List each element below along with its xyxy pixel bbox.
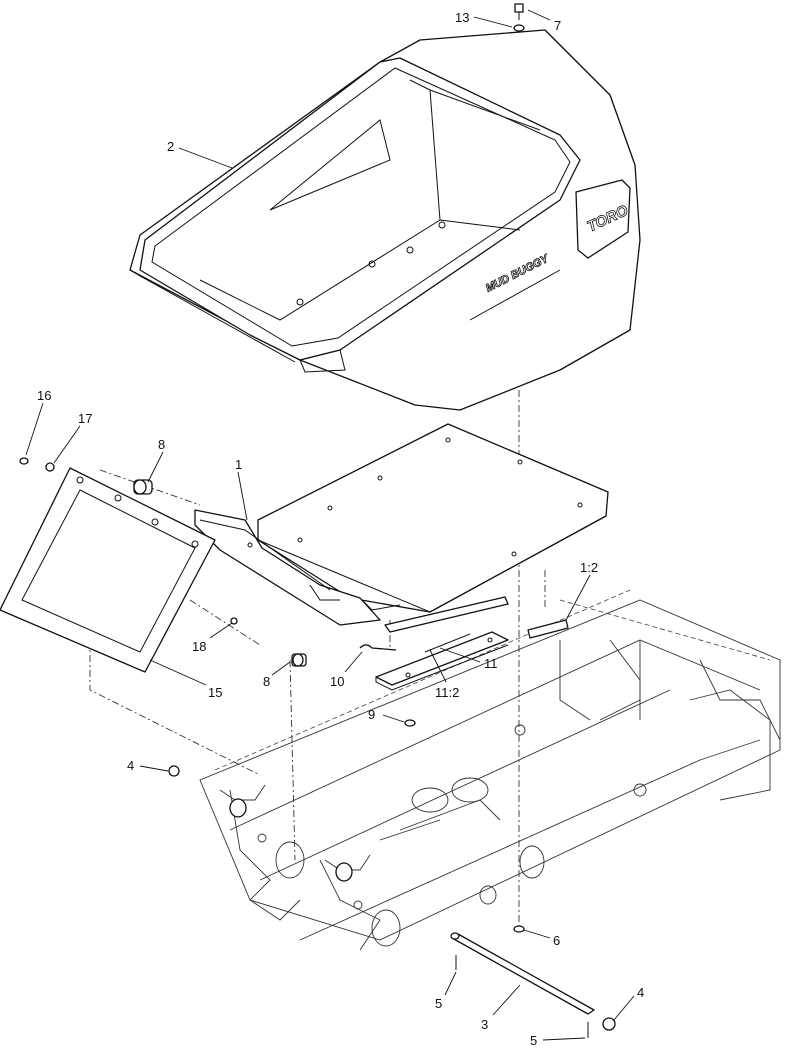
hopper-body: TORO MUD BUGGY <box>129 29 641 411</box>
callout-11: 11 <box>484 656 498 671</box>
small-hardware <box>19 457 416 727</box>
callout-1: 1 <box>235 457 242 472</box>
callout-18: 18 <box>192 639 206 654</box>
seat-plate <box>194 423 609 626</box>
callout-5-lower: 5 <box>530 1033 537 1048</box>
callout-10: 10 <box>330 674 344 689</box>
mounting-bracket <box>375 596 569 691</box>
callout-9: 9 <box>368 707 375 722</box>
callout-17: 17 <box>78 411 92 426</box>
callout-3: 3 <box>481 1017 488 1032</box>
top-bolt-hardware <box>513 3 525 32</box>
callout-8-lower: 8 <box>263 674 270 689</box>
bottom-hardware <box>168 765 616 1038</box>
callout-6: 6 <box>553 933 560 948</box>
callout-5-upper: 5 <box>435 996 442 1011</box>
side-panel <box>0 467 216 673</box>
callout-4-lower: 4 <box>637 985 644 1000</box>
callout-16: 16 <box>37 388 51 403</box>
spacer-upper <box>133 479 153 495</box>
callout-4-upper: 4 <box>127 758 134 773</box>
callout-1-2: 1:2 <box>580 560 598 575</box>
callout-13: 13 <box>455 10 469 25</box>
callout-2: 2 <box>167 139 174 154</box>
leader-lines <box>25 9 635 1041</box>
callout-15: 15 <box>208 685 222 700</box>
callout-labels: 13 7 2 16 17 8 1 1:2 18 8 10 11 11:2 15 … <box>37 10 644 1048</box>
chassis-frame <box>199 589 781 951</box>
callout-11-2: 11:2 <box>435 685 459 700</box>
callout-8-upper: 8 <box>158 437 165 452</box>
callout-7: 7 <box>554 18 561 33</box>
